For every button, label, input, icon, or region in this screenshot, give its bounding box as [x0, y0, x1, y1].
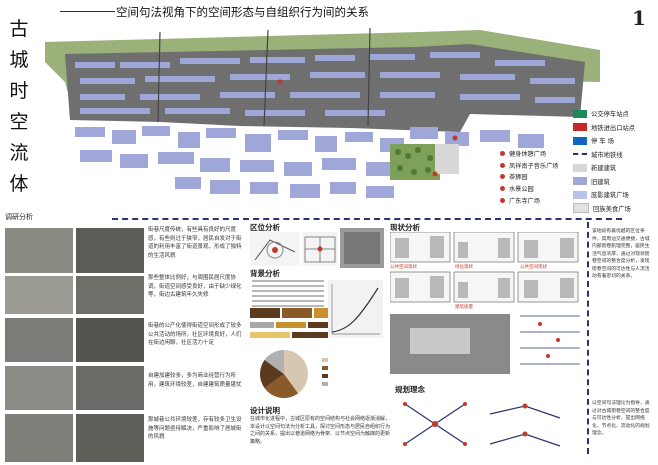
status-caption: 公共空间现状 [390, 265, 417, 270]
food-plaza-swatch [573, 203, 589, 214]
title-char: 古 [9, 18, 29, 40]
status-diagrams [390, 232, 580, 374]
bus-icon [573, 109, 587, 118]
park-trees [395, 147, 433, 175]
legend-item: 庞影建筑广场 [573, 188, 655, 202]
new-building [435, 144, 459, 174]
lower-buildings [75, 126, 544, 198]
pie-legend [322, 358, 328, 386]
metro-icon [573, 123, 587, 132]
location-diagram [302, 232, 338, 266]
survey-photo [76, 414, 144, 462]
survey-photo [5, 276, 73, 314]
legend-item: 新建建筑 [573, 161, 655, 175]
list-item: 凤祥南子音乐广场 [500, 160, 559, 172]
survey-text: 自建加建较多，多为商业经营行为所用，建筑环境较差，自建建筑质量堪忧 [148, 373, 242, 388]
title-char: 体 [9, 173, 29, 195]
background-text [252, 280, 324, 310]
concept-diagram [403, 402, 561, 447]
survey-photo [76, 366, 144, 410]
old-buildings [75, 52, 575, 116]
legend-item: 停 车 场 [573, 134, 655, 148]
marker-icon [500, 186, 505, 192]
survey-photo [76, 228, 144, 273]
parking-icon [573, 136, 587, 145]
list-item: 茶狮园 [500, 171, 559, 183]
subway-line-icon [573, 153, 587, 156]
main-title: 空间句法视角下的空间形态与自组织行为间的关系 [116, 5, 369, 19]
list-item: 水景公园 [500, 183, 559, 195]
survey-photo [5, 414, 73, 462]
marker-icon [500, 162, 505, 168]
status-title: 现状分析 [390, 223, 420, 232]
list-item: 健身休憩广场 [500, 148, 559, 160]
old-building-swatch [573, 177, 587, 186]
title-char: 流 [9, 142, 29, 164]
survey-text: 那城巷公共环境较差，存有较多卫生设施等问题亟待解决，严重影响了居城街的风貌 [148, 417, 242, 440]
pie-slice [260, 359, 284, 389]
survey-photo [76, 318, 144, 362]
status-caption: 绿化现状 [455, 265, 473, 270]
survey-text: 那些整体比例好，与周围民居尺度协调，街道空间感受良好，由于缺少绿化等，街边古建筑… [148, 275, 242, 298]
vertical-title: 古 城 时 空 流 体 [6, 14, 32, 200]
map-legend: 公交停车站点 地铁进出口站点 停 车 场 城市地铁线 新建建筑 旧建筑 庞影建筑… [573, 107, 655, 215]
status-caption: 公共空间现状 [520, 265, 547, 270]
design-title: 设计说明 [250, 406, 280, 415]
survey-photo [76, 276, 144, 314]
background-title: 背景分析 [250, 269, 280, 278]
location-title: 区位分析 [250, 223, 280, 232]
pie-chart [260, 350, 328, 398]
title-char: 城 [9, 49, 29, 71]
district-map [45, 27, 600, 198]
places-list: 健身休憩广场 凤祥南子音乐广场 茶狮园 水景公园 广东寺广场 [500, 148, 559, 206]
title-char: 时 [9, 80, 29, 102]
section-divider [112, 218, 622, 220]
pie-slice [264, 350, 284, 374]
location-photo [340, 228, 384, 268]
location-diagram [250, 232, 300, 266]
right-text: 该地段有着优越的区位条件，其周边交通便捷，古城内部街巷肌理完整，居民生活气息浓厚… [592, 229, 650, 279]
legend-item: 旧建筑 [573, 175, 655, 189]
marker-icon [500, 197, 505, 203]
survey-text: 街巷的公产化使得街道空间形成了较多公共活动的场所，社区环境良好，人们在街边闲聊，… [148, 323, 242, 346]
concept-title: 规划理念 [395, 385, 425, 394]
survey-label: 调研分析 [5, 213, 33, 221]
right-divider [587, 222, 589, 454]
legend-item: 公交停车站点 [573, 107, 655, 121]
design-text: 在城市化进程中，古城区原有的空间结构与社会网络逐渐消解，本设计以空间句法为分析工… [250, 416, 391, 445]
growth-curve [328, 280, 383, 338]
new-building-swatch [573, 163, 587, 172]
place-markers [277, 79, 458, 177]
pie-slice [284, 350, 308, 394]
title-rule [60, 11, 115, 12]
page-number: 1 [632, 6, 646, 30]
survey-photo [5, 318, 73, 362]
marker-icon [500, 174, 505, 180]
legend-item: 城市地铁线 [573, 148, 655, 162]
status-caption: 建筑质量 [455, 305, 473, 310]
list-item: 广东寺广场 [500, 194, 559, 206]
concept-text: 以空间句法理论为指导，通过对古城街巷空间的整合度与可达性分析，提出网络化、节点化… [592, 401, 650, 436]
title-char: 空 [9, 111, 29, 133]
survey-text: 街巷尺度传统，有些具有良好的尺度感，有些则过于狭窄，居民自发对于街道的利用丰富了… [148, 227, 242, 259]
plaza-swatch [573, 190, 587, 199]
roads [157, 27, 371, 127]
legend-item: 地铁进出口站点 [573, 121, 655, 135]
marker-icon [500, 151, 505, 157]
survey-photo [5, 228, 73, 273]
legend-item: 回族美食广场 [573, 202, 655, 216]
survey-photo [5, 366, 73, 410]
pie-slice [264, 374, 299, 398]
